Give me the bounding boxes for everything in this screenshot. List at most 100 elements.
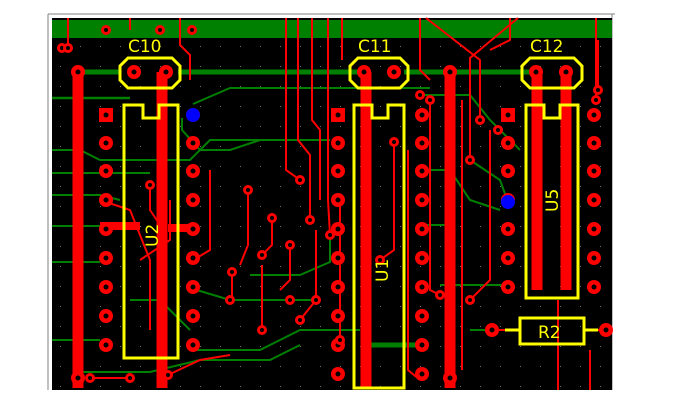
- grid-dot: [460, 46, 461, 47]
- grid-dot: [200, 166, 201, 167]
- grid-dot: [240, 326, 241, 327]
- via-hole: [468, 298, 472, 302]
- grid-dot: [180, 166, 181, 167]
- via-hole: [392, 140, 396, 144]
- grid-dot: [300, 306, 301, 307]
- grid-dot: [300, 226, 301, 227]
- via-hole: [438, 293, 442, 297]
- pad-hole: [190, 140, 196, 146]
- grid-dot: [500, 206, 501, 207]
- grid-dot: [260, 186, 261, 187]
- component-u2[interactable]: U2: [122, 103, 180, 360]
- via-marker[interactable]: [186, 108, 200, 122]
- grid-dot: [520, 226, 521, 227]
- grid-dot: [240, 306, 241, 307]
- pad-hole: [391, 69, 397, 75]
- grid-dot: [100, 386, 101, 387]
- grid-dot: [520, 46, 521, 47]
- grid-dot: [260, 46, 261, 47]
- grid-dot: [520, 346, 521, 347]
- grid-dot: [580, 126, 581, 127]
- via-hole: [190, 28, 194, 32]
- grid-dot: [580, 346, 581, 347]
- pad-hole: [103, 342, 109, 348]
- r2-label: R2: [538, 323, 561, 343]
- pad-hole: [103, 112, 109, 118]
- u5-label: U5: [543, 189, 563, 212]
- grid-dot: [560, 386, 561, 387]
- grid-dot: [280, 246, 281, 247]
- grid-dot: [480, 266, 481, 267]
- grid-dot: [280, 166, 281, 167]
- grid-dot: [460, 86, 461, 87]
- grid-dot: [480, 146, 481, 147]
- grid-dot: [220, 246, 221, 247]
- via-hole: [260, 253, 264, 257]
- grid-dot: [260, 86, 261, 87]
- grid-dot: [220, 206, 221, 207]
- grid-dot: [300, 166, 301, 167]
- grid-dot: [340, 86, 341, 87]
- grid-dot: [580, 306, 581, 307]
- pad-hole: [603, 327, 609, 333]
- grid-dot: [280, 86, 281, 87]
- via-hole: [338, 338, 342, 342]
- component-r2[interactable]: R2: [505, 316, 598, 346]
- grid-dot: [400, 226, 401, 227]
- grid-dot: [380, 126, 381, 127]
- grid-dot: [200, 366, 201, 367]
- u1-label: U1: [373, 259, 393, 282]
- grid-dot: [60, 206, 61, 207]
- u2-label: U2: [143, 224, 163, 247]
- grid-dot: [220, 186, 221, 187]
- grid-dot: [460, 166, 461, 167]
- grid-dot: [320, 46, 321, 47]
- via-marker[interactable]: [501, 195, 515, 209]
- grid-dot: [400, 206, 401, 207]
- grid-dot: [140, 126, 141, 127]
- grid-dot: [380, 246, 381, 247]
- grid-dot: [240, 86, 241, 87]
- grid-dot: [180, 346, 181, 347]
- grid-dot: [60, 326, 61, 327]
- grid-dot: [260, 366, 261, 367]
- grid-dot: [600, 206, 601, 207]
- component-c10[interactable]: C10: [118, 37, 182, 90]
- grid-dot: [280, 46, 281, 47]
- grid-dot: [220, 86, 221, 87]
- grid-dot: [560, 66, 561, 67]
- grid-dot: [440, 246, 441, 247]
- via-hole: [314, 298, 318, 302]
- grid-dot: [220, 106, 221, 107]
- grid-dot: [460, 146, 461, 147]
- grid-dot: [480, 386, 481, 387]
- component-u5[interactable]: U5: [524, 103, 580, 300]
- grid-dot: [200, 306, 201, 307]
- grid-dot: [180, 206, 181, 207]
- trace-red: [469, 17, 519, 160]
- via-hole: [298, 318, 302, 322]
- grid-dot: [500, 346, 501, 347]
- grid-dot: [600, 46, 601, 47]
- component-c12[interactable]: C12: [520, 37, 584, 90]
- grid-dot: [220, 326, 221, 327]
- grid-dot: [180, 266, 181, 267]
- grid-dot: [500, 146, 501, 147]
- via-hole: [328, 233, 332, 237]
- component-c11[interactable]: C11: [348, 37, 410, 90]
- grid-dot: [400, 46, 401, 47]
- grid-dot: [280, 346, 281, 347]
- pad-hole: [505, 255, 511, 261]
- grid-dot: [440, 206, 441, 207]
- grid-dot: [580, 386, 581, 387]
- grid-dot: [280, 66, 281, 67]
- grid-dot: [580, 206, 581, 207]
- component-u1[interactable]: U1: [352, 103, 406, 390]
- grid-dot: [440, 306, 441, 307]
- grid-dot: [520, 166, 521, 167]
- grid-dot: [80, 46, 81, 47]
- grid-dot: [60, 306, 61, 307]
- trace-red: [379, 142, 395, 261]
